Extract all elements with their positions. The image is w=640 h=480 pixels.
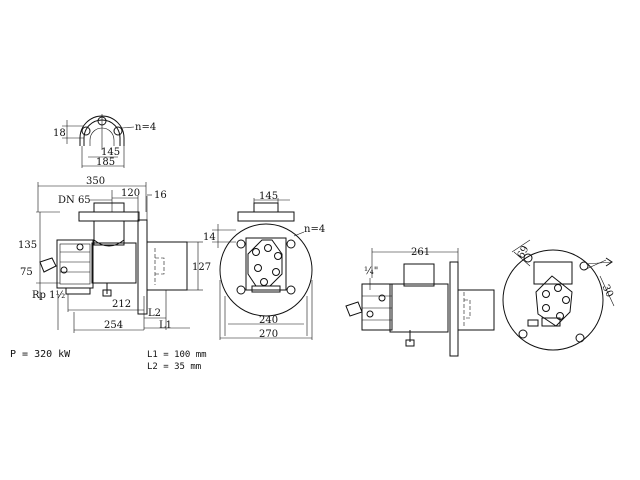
burner-tube xyxy=(146,241,188,291)
l1-note: L1 = 100 mm xyxy=(147,350,207,360)
holes-count-label: n=4 xyxy=(135,122,156,133)
dn-label: DN 65 xyxy=(58,195,91,206)
dim-145-front: 145 xyxy=(259,191,278,202)
valve-plate xyxy=(245,237,287,291)
dim-212: 212 xyxy=(112,299,131,310)
mounting-flange xyxy=(137,219,148,315)
dim-261: 261 xyxy=(411,247,430,258)
dim-240: 240 xyxy=(259,315,278,326)
L1-label: L1 xyxy=(159,320,172,331)
dim-350: 350 xyxy=(86,176,105,187)
gas-valve-right xyxy=(361,283,393,331)
inlet-pipe-right xyxy=(403,263,435,287)
L2-label: L2 xyxy=(148,308,161,319)
dim-127: 127 xyxy=(192,262,211,273)
power-note: P = 320 kW xyxy=(10,349,71,360)
dim-16: 16 xyxy=(154,190,167,201)
dim-145: 145 xyxy=(101,147,120,158)
top-flange xyxy=(237,211,295,222)
l2-note: L2 = 35 mm xyxy=(147,362,201,372)
inlet-pipe xyxy=(93,220,125,246)
flange-detail: 18 n=4 145 185 xyxy=(53,114,156,168)
bolt-hole xyxy=(81,126,91,136)
dim-14: 14 xyxy=(203,232,216,243)
notes: P = 320 kW L1 = 100 mm L2 = 35 mm xyxy=(10,349,207,372)
rotated-front-view: 69 30 xyxy=(502,239,615,351)
valve-connector xyxy=(39,257,57,273)
burner-tube-right xyxy=(457,289,495,331)
side-view: 350 DN 65 120 16 xyxy=(18,176,211,333)
dim-270: 270 xyxy=(259,329,278,340)
bolt-hole xyxy=(113,126,123,136)
dim-69: 69 xyxy=(516,244,532,261)
dim-18: 18 xyxy=(53,128,66,139)
dim-30: 30 xyxy=(600,283,615,299)
dim-120: 120 xyxy=(121,188,140,199)
flange-right xyxy=(449,261,459,357)
rp-label: Rp 1½ xyxy=(32,290,65,301)
quarter-inch-label: ¼" xyxy=(364,266,378,277)
dim-135: 135 xyxy=(18,240,37,251)
dim-254: 254 xyxy=(104,320,123,331)
valve-plate-rotated xyxy=(535,275,573,327)
mounting-plate-rotated xyxy=(502,249,604,351)
burner-body-right xyxy=(389,283,449,333)
holes-count-front: n=4 xyxy=(304,224,325,235)
dim-75: 75 xyxy=(20,267,33,278)
right-side-view: 261 ¼" xyxy=(345,247,495,357)
dim-185: 185 xyxy=(96,157,115,168)
inlet-flange xyxy=(78,211,140,222)
gas-valve xyxy=(56,239,94,289)
front-view: 145 14 n=4 240 270 xyxy=(203,191,325,340)
mounting-plate xyxy=(219,223,313,317)
